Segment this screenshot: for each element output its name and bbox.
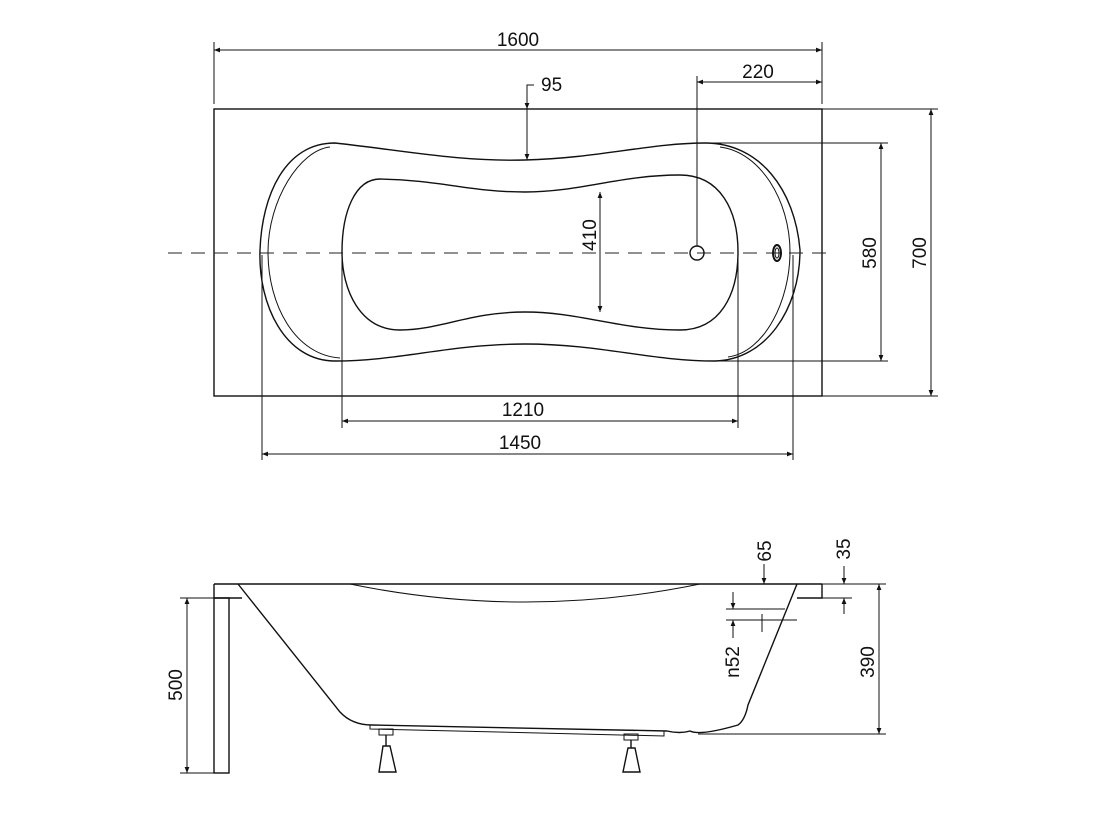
front-panel [213,597,230,774]
tub-shell-contour [267,146,791,359]
leader-95 [524,84,534,160]
dim-label-n52: n52 [723,646,744,678]
tub-side-body [237,583,798,734]
side-view: n52 65 35 390 500 [166,538,886,774]
dim-label-65: 65 [755,540,776,561]
dim-label-500: 500 [166,669,187,701]
tub-inner-rim-curve [349,583,701,603]
dim-label-1210: 1210 [502,400,544,421]
tub-outer-shell [259,142,801,362]
dim-label-390: 390 [858,646,879,678]
dim-label-95: 95 [541,75,562,96]
tub-inner-basin [341,174,739,331]
dim-label-220: 220 [742,62,774,83]
leg-left [378,728,397,773]
dim-label-1600: 1600 [497,30,539,51]
overflow-hole [772,244,782,262]
dim-label-580: 580 [860,237,881,269]
dim-label-700: 700 [910,237,931,269]
rim-left-edge [213,584,242,599]
dim-label-410: 410 [580,219,601,251]
dim-label-35: 35 [834,538,855,559]
overflow-inner [774,247,780,259]
base-frame [369,725,665,737]
dim-label-1450: 1450 [499,433,541,454]
leg-right [622,733,641,773]
rim-right-edge [797,584,823,599]
top-view: 1600 220 95 410 580 700 1210 1450 [168,30,938,460]
